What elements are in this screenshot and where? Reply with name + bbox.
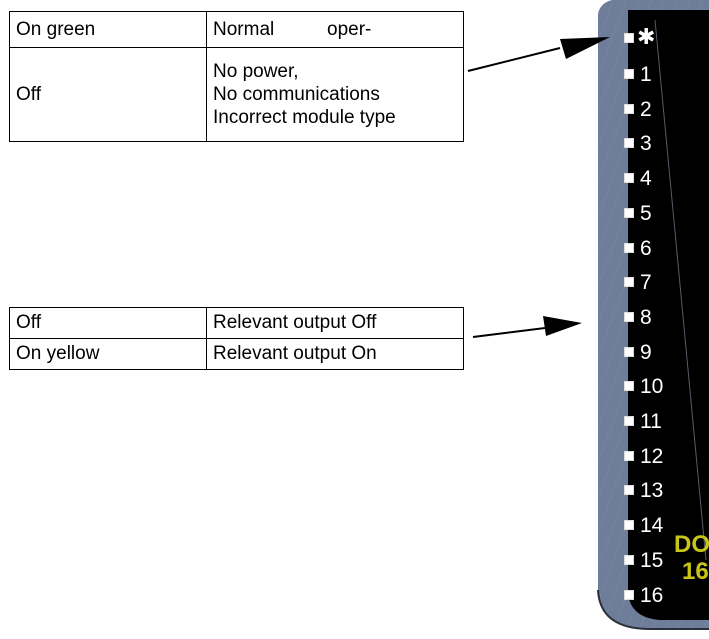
channel-led <box>624 242 634 253</box>
channel-label: 15 <box>640 548 664 572</box>
channel-label: 10 <box>640 375 664 399</box>
channel-label: 16 <box>640 583 664 607</box>
meaning-line: No communications <box>213 84 380 105</box>
channel-led <box>624 416 634 426</box>
meaning-line: No power, <box>213 61 299 82</box>
state-cell: On yellow <box>9 338 207 370</box>
channel-led <box>624 69 634 79</box>
channel-label: 11 <box>640 410 662 433</box>
table-row: On green Normal oper- <box>9 11 464 48</box>
channel-label: 4 <box>640 167 652 191</box>
channel-led <box>624 103 634 114</box>
state-cell: Off <box>9 47 207 142</box>
channel-label: 6 <box>640 236 652 260</box>
module-title-line1: DO <box>674 531 709 558</box>
meaning-cell: Normal oper- <box>206 11 464 48</box>
channel-led <box>624 381 634 392</box>
channel-led <box>624 520 634 531</box>
meaning-cell: No power, No communications Incorrect mo… <box>206 47 464 142</box>
channel-label: 1 <box>640 63 652 86</box>
meaning-cell: Relevant output Off <box>206 307 464 339</box>
output-led-table: Off Relevant output Off On yellow Releva… <box>9 307 464 370</box>
arrow-shaft-output <box>472 327 546 338</box>
arrow-head-output <box>543 316 582 336</box>
meaning-cell: Relevant output On <box>206 338 464 370</box>
panel-bottom-edge <box>597 589 709 630</box>
channel-label: 3 <box>640 132 652 156</box>
channel-led <box>624 450 634 461</box>
channel-label: 13 <box>640 479 664 503</box>
state-cell: On green <box>9 11 207 48</box>
arrow-shaft-status <box>467 47 561 72</box>
channel-led <box>624 485 634 496</box>
channel-led <box>624 207 634 218</box>
table-row: Off Relevant output Off <box>9 307 464 339</box>
channel-label: 14 <box>640 514 664 538</box>
channel-led <box>624 346 634 357</box>
status-led <box>624 33 634 43</box>
module-title-line2: 16 <box>682 558 709 585</box>
channel-label: 7 <box>640 271 652 295</box>
channel-led <box>624 138 634 149</box>
channel-label: 5 <box>640 201 652 225</box>
face-reflection-line <box>654 19 707 561</box>
status-symbol: ✱ <box>637 24 656 49</box>
state-cell: Off <box>9 307 207 339</box>
channel-label: 9 <box>640 340 652 364</box>
channel-label: 8 <box>640 305 652 329</box>
channel-led <box>624 554 634 565</box>
module-panel-face <box>628 10 709 620</box>
channel-led <box>624 277 634 288</box>
channel-label: 12 <box>640 444 664 468</box>
status-led-table: On green Normal oper- Off No power, No c… <box>9 11 464 142</box>
channel-led <box>624 311 634 322</box>
channel-led <box>624 173 634 184</box>
arrow-head-status <box>560 37 610 59</box>
meaning-line: Incorrect module type <box>213 107 396 128</box>
table-row: On yellow Relevant output On <box>9 338 464 370</box>
channel-led <box>624 589 634 600</box>
channel-label: 2 <box>640 97 652 121</box>
table-row: Off No power, No communications Incorrec… <box>9 47 464 142</box>
